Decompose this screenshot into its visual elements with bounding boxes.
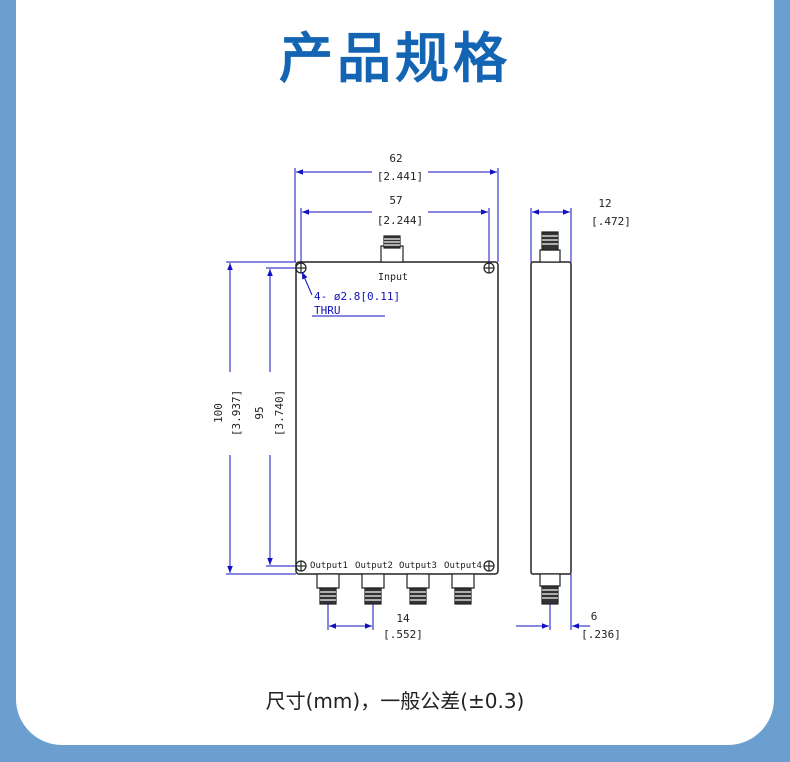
input-connector [380,235,404,263]
overall-width-inch: [2.441] [377,170,423,183]
thickness-value: 12 [598,197,611,210]
output-label-4: Output4 [444,561,482,571]
port-pitch-inch: [.552] [383,628,423,641]
thickness-inch: [.472] [591,215,631,228]
input-label: Input [378,272,408,283]
connector-offset-value: 6 [591,610,598,623]
dimension-lines [226,168,590,630]
hole-callout-line2: THRU [314,304,341,317]
connector-offset-inch: [.236] [581,628,621,641]
hole-height-inch: [3.740] [273,390,286,436]
output-label-2: Output2 [355,561,393,571]
hole-callout: 4- ø2.8[0.11] THRU [314,290,400,317]
output-connector-4 [451,573,475,605]
hole-height-value: 95 [253,406,266,419]
overall-width-value: 62 [389,152,402,165]
dimension-texts: 62 [2.441] 57 [2.244] 12 [.472] 14 [.552… [212,152,631,641]
mounting-holes [295,262,495,572]
output-connectors [316,573,475,605]
overall-height-inch: [3.937] [230,390,243,436]
output-connector-2 [361,573,385,605]
page-title: 产品规格 [279,27,511,90]
hole-callout-line1: 4- ø2.8[0.11] [314,290,400,303]
hole-spacing-inch: [2.244] [377,214,423,227]
port-pitch-value: 14 [396,612,410,625]
output-connector-3 [406,573,430,605]
tolerance-note: 尺寸(mm)，一般公差(±0.3) [265,689,525,713]
output-label-1: Output1 [310,561,348,571]
output-label-3: Output3 [399,561,437,571]
overall-height-value: 100 [212,403,225,423]
hole-spacing-value: 57 [389,194,402,207]
side-view-body [530,261,572,575]
output-connector-1 [316,573,340,605]
